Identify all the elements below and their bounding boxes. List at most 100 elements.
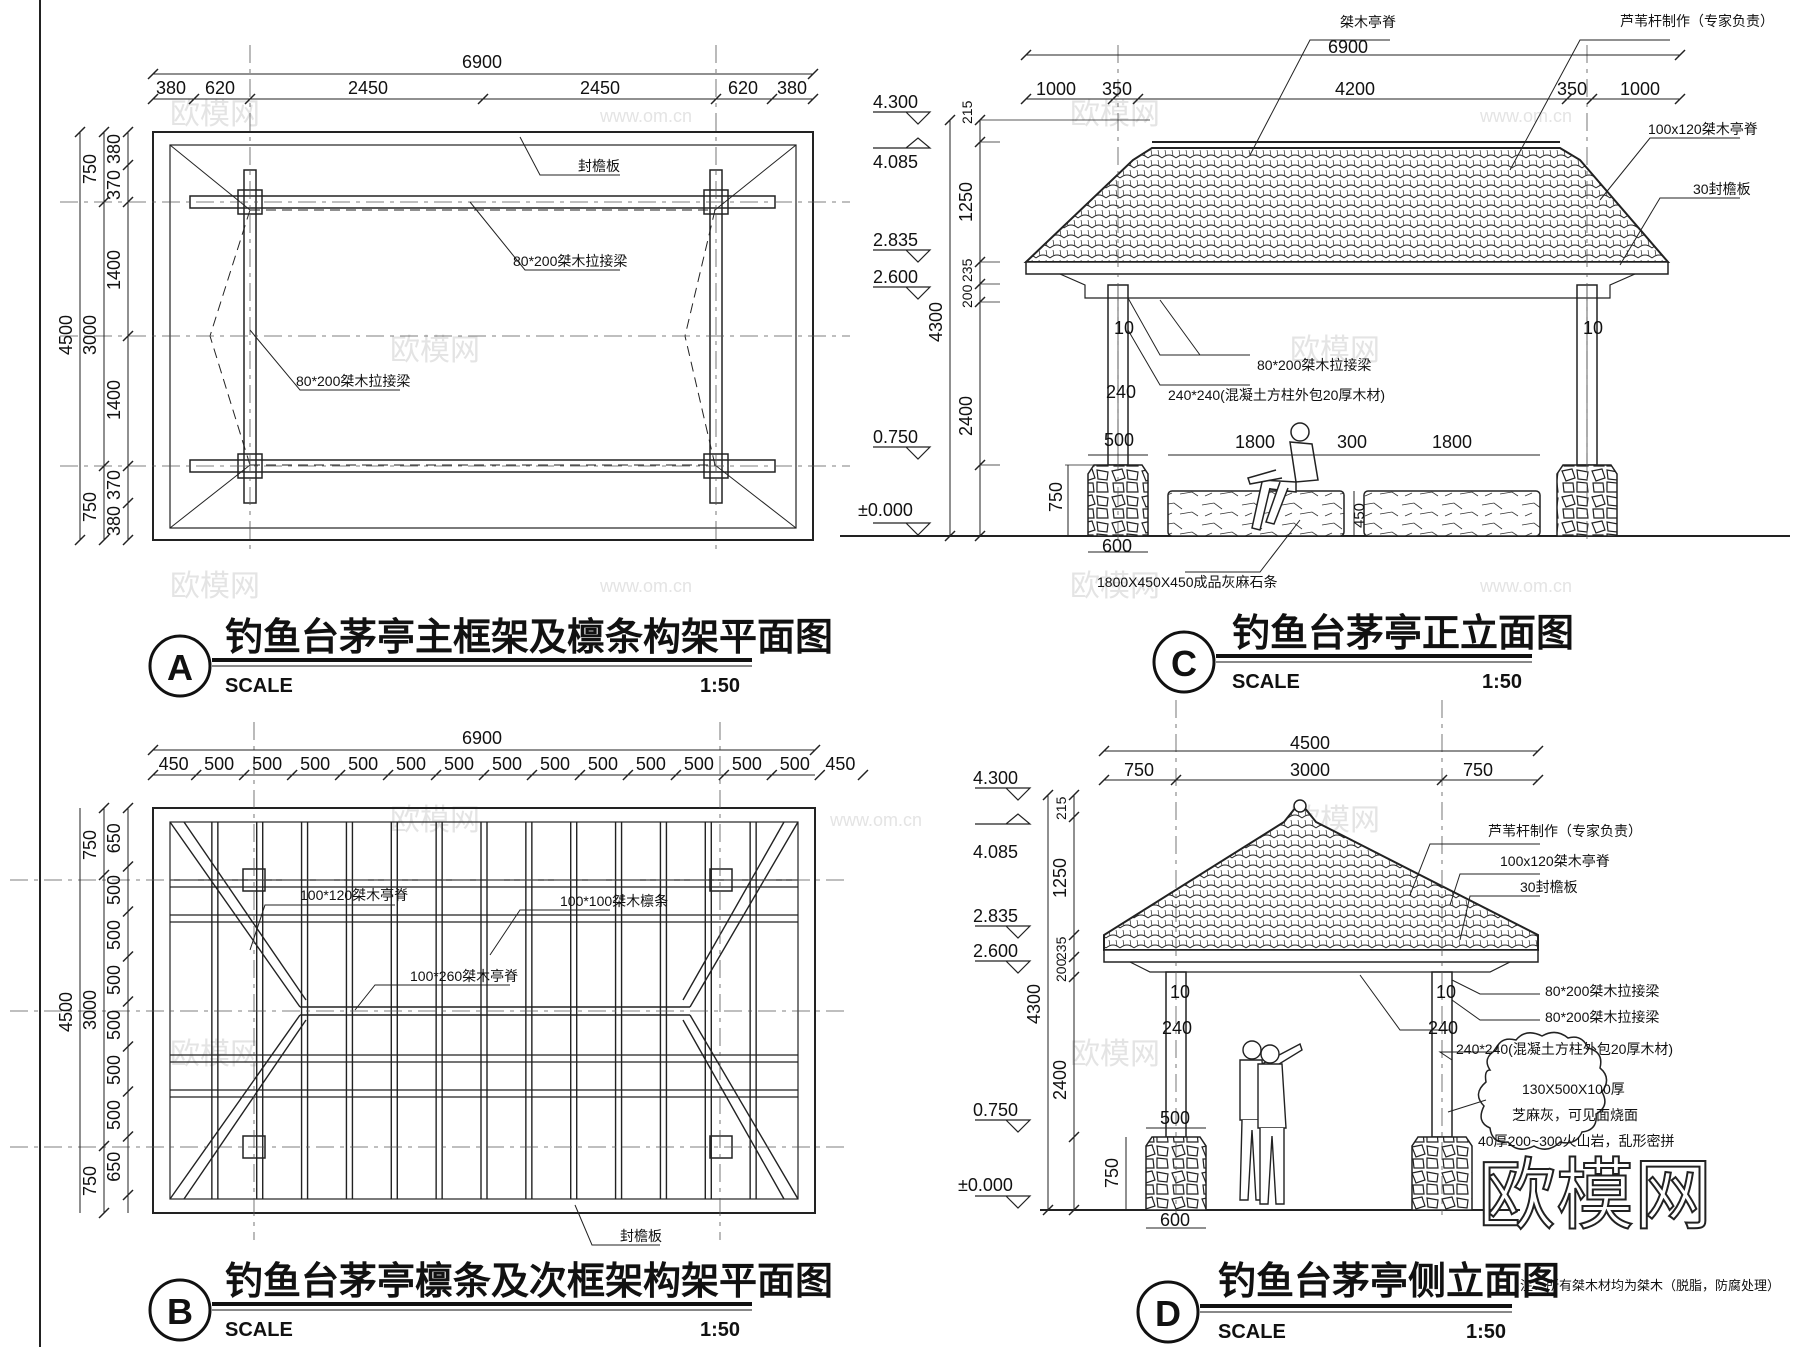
label-hip: 100*120桀木亭脊 xyxy=(300,887,408,903)
dim: 10 xyxy=(1114,318,1134,338)
dim: 1400 xyxy=(104,250,124,290)
dim: 200 xyxy=(1053,958,1069,982)
dim-tick xyxy=(122,1085,134,1098)
level: ±0.000 xyxy=(958,1175,1013,1195)
scale-label: SCALE xyxy=(225,1319,293,1341)
level: 0.750 xyxy=(973,1100,1018,1120)
dim: 380 xyxy=(104,506,124,536)
dim-tick xyxy=(98,802,110,814)
dim-tick xyxy=(478,769,490,781)
level: 2.600 xyxy=(973,941,1018,961)
panel-title: 钓鱼台茅亭檩条及次框架构架平面图 xyxy=(225,1261,833,1303)
panel-d-elevation xyxy=(975,700,1608,1229)
label-beam: 80*200桀木拉接梁 xyxy=(296,373,410,389)
watermark-site: www.om.cn xyxy=(599,106,692,126)
dim-tick xyxy=(670,769,682,781)
dim: 500 xyxy=(104,875,124,905)
dim: 235 xyxy=(1053,936,1069,960)
watermark-site: www.om.cn xyxy=(829,810,922,830)
label-ridge: 100x120桀木亭脊 xyxy=(1648,121,1758,137)
label-stone: 130X500X100厚 xyxy=(1522,1081,1625,1097)
dim: 350 xyxy=(1557,79,1587,99)
dim: 1250 xyxy=(956,182,976,222)
dim: 3000 xyxy=(80,990,100,1030)
label-thatch: 芦苇杆制作（专家负责） xyxy=(1620,13,1774,29)
dim-tick xyxy=(122,950,134,963)
panel-c-elevation xyxy=(840,39,1790,573)
dim: 500 xyxy=(104,1100,124,1130)
panel-c-title-block: C 钓鱼台茅亭正立面图 SCALE 1:50 xyxy=(1152,613,1574,694)
dim: 2400 xyxy=(1050,1060,1070,1100)
dim: 500 xyxy=(204,754,234,774)
panel-title: 钓鱼台茅亭侧立面图 xyxy=(1218,1261,1560,1303)
label-bench: 1800X450X450成品灰麻石条 xyxy=(1097,574,1278,590)
dim: 1250 xyxy=(1050,858,1070,898)
panel-a-plan xyxy=(60,45,850,550)
dim: 370 xyxy=(104,470,124,500)
dim: 200 xyxy=(959,284,975,308)
watermarks: 欧模网 www.om.cn 欧模网 欧模网 www.om.cn 欧模网 欧模网 … xyxy=(170,98,1572,1071)
watermark-site: www.om.cn xyxy=(599,576,692,596)
badge-letter: D xyxy=(1155,1293,1181,1334)
dim-tick xyxy=(122,905,134,918)
dim-tick xyxy=(98,1140,110,1152)
dim: 215 xyxy=(1053,796,1069,820)
label-column: 240*240(混凝土方柱外包20厚木材) xyxy=(1456,1041,1673,1057)
panel-b-plan xyxy=(10,722,869,1246)
watermark-site: www.om.cn xyxy=(1479,576,1572,596)
dim: 500 xyxy=(444,754,474,774)
dim: 2450 xyxy=(348,78,388,98)
dim: 4200 xyxy=(1335,79,1375,99)
label-beam: 80*200桀木拉接梁 xyxy=(1545,1009,1659,1025)
dim: 500 xyxy=(588,754,618,774)
level: 4.300 xyxy=(973,768,1018,788)
badge-letter: A xyxy=(167,647,193,688)
dim-tick xyxy=(286,769,298,781)
general-note: 注：所有桀木材均为桀木（脱脂，防腐处理） xyxy=(1520,1278,1780,1293)
dim: 380 xyxy=(777,78,807,98)
dim: 750 xyxy=(1046,482,1066,512)
label-fascia: 封檐板 xyxy=(620,1228,662,1244)
dim-tick xyxy=(122,1040,134,1053)
dim: 240 xyxy=(1106,382,1136,402)
dim: 380 xyxy=(156,78,186,98)
dim-tick xyxy=(98,1207,110,1219)
dim-tick xyxy=(122,1189,134,1201)
dim-tick xyxy=(238,769,250,781)
dim: 620 xyxy=(205,78,235,98)
scale-value: 1:50 xyxy=(1482,671,1522,693)
dim: 450 xyxy=(825,754,855,774)
dim-tick xyxy=(857,769,869,781)
dim-tick xyxy=(809,744,821,756)
label-ridge-top: 桀木亭脊 xyxy=(1340,14,1396,30)
watermark-brand: 欧模网 xyxy=(390,334,480,367)
dim: 500 xyxy=(104,965,124,995)
label-ridge: 100*260桀木亭脊 xyxy=(410,968,518,984)
dim-tick xyxy=(122,995,134,1008)
level: ±0.000 xyxy=(858,500,913,520)
label-beam: 80*200桀木拉接梁 xyxy=(513,253,627,269)
dim: 650 xyxy=(104,1152,124,1182)
dim-tick xyxy=(382,769,394,781)
dim-tick xyxy=(718,769,730,781)
dim-tick xyxy=(147,769,159,781)
dim-tick xyxy=(122,1130,134,1143)
watermark-brand: 欧模网 xyxy=(170,570,260,603)
panel-b-title-block: B 钓鱼台茅亭檩条及次框架构架平面图 SCALE 1:50 xyxy=(148,1261,833,1342)
level: 4.085 xyxy=(973,842,1018,862)
dim: 3000 xyxy=(1290,760,1330,780)
dim: 750 xyxy=(80,830,100,860)
dim: 10 xyxy=(1170,982,1190,1002)
label-fascia: 封檐板 xyxy=(578,158,620,174)
scale-label: SCALE xyxy=(225,675,293,697)
dim: 1400 xyxy=(104,380,124,420)
dim-tick xyxy=(526,769,538,781)
dim: 500 xyxy=(732,754,762,774)
dim: 450 xyxy=(159,754,189,774)
panel-d-title-block: D 钓鱼台茅亭侧立面图 SCALE 1:50 注：所有桀木材均为桀木（脱脂，防腐… xyxy=(1136,1261,1780,1344)
dim-total-left: 4500 xyxy=(56,992,76,1032)
brand-logo: 欧模网 xyxy=(1478,1151,1712,1239)
dim: 500 xyxy=(300,754,330,774)
dim: 240 xyxy=(1162,1018,1192,1038)
dim: 10 xyxy=(1436,982,1456,1002)
